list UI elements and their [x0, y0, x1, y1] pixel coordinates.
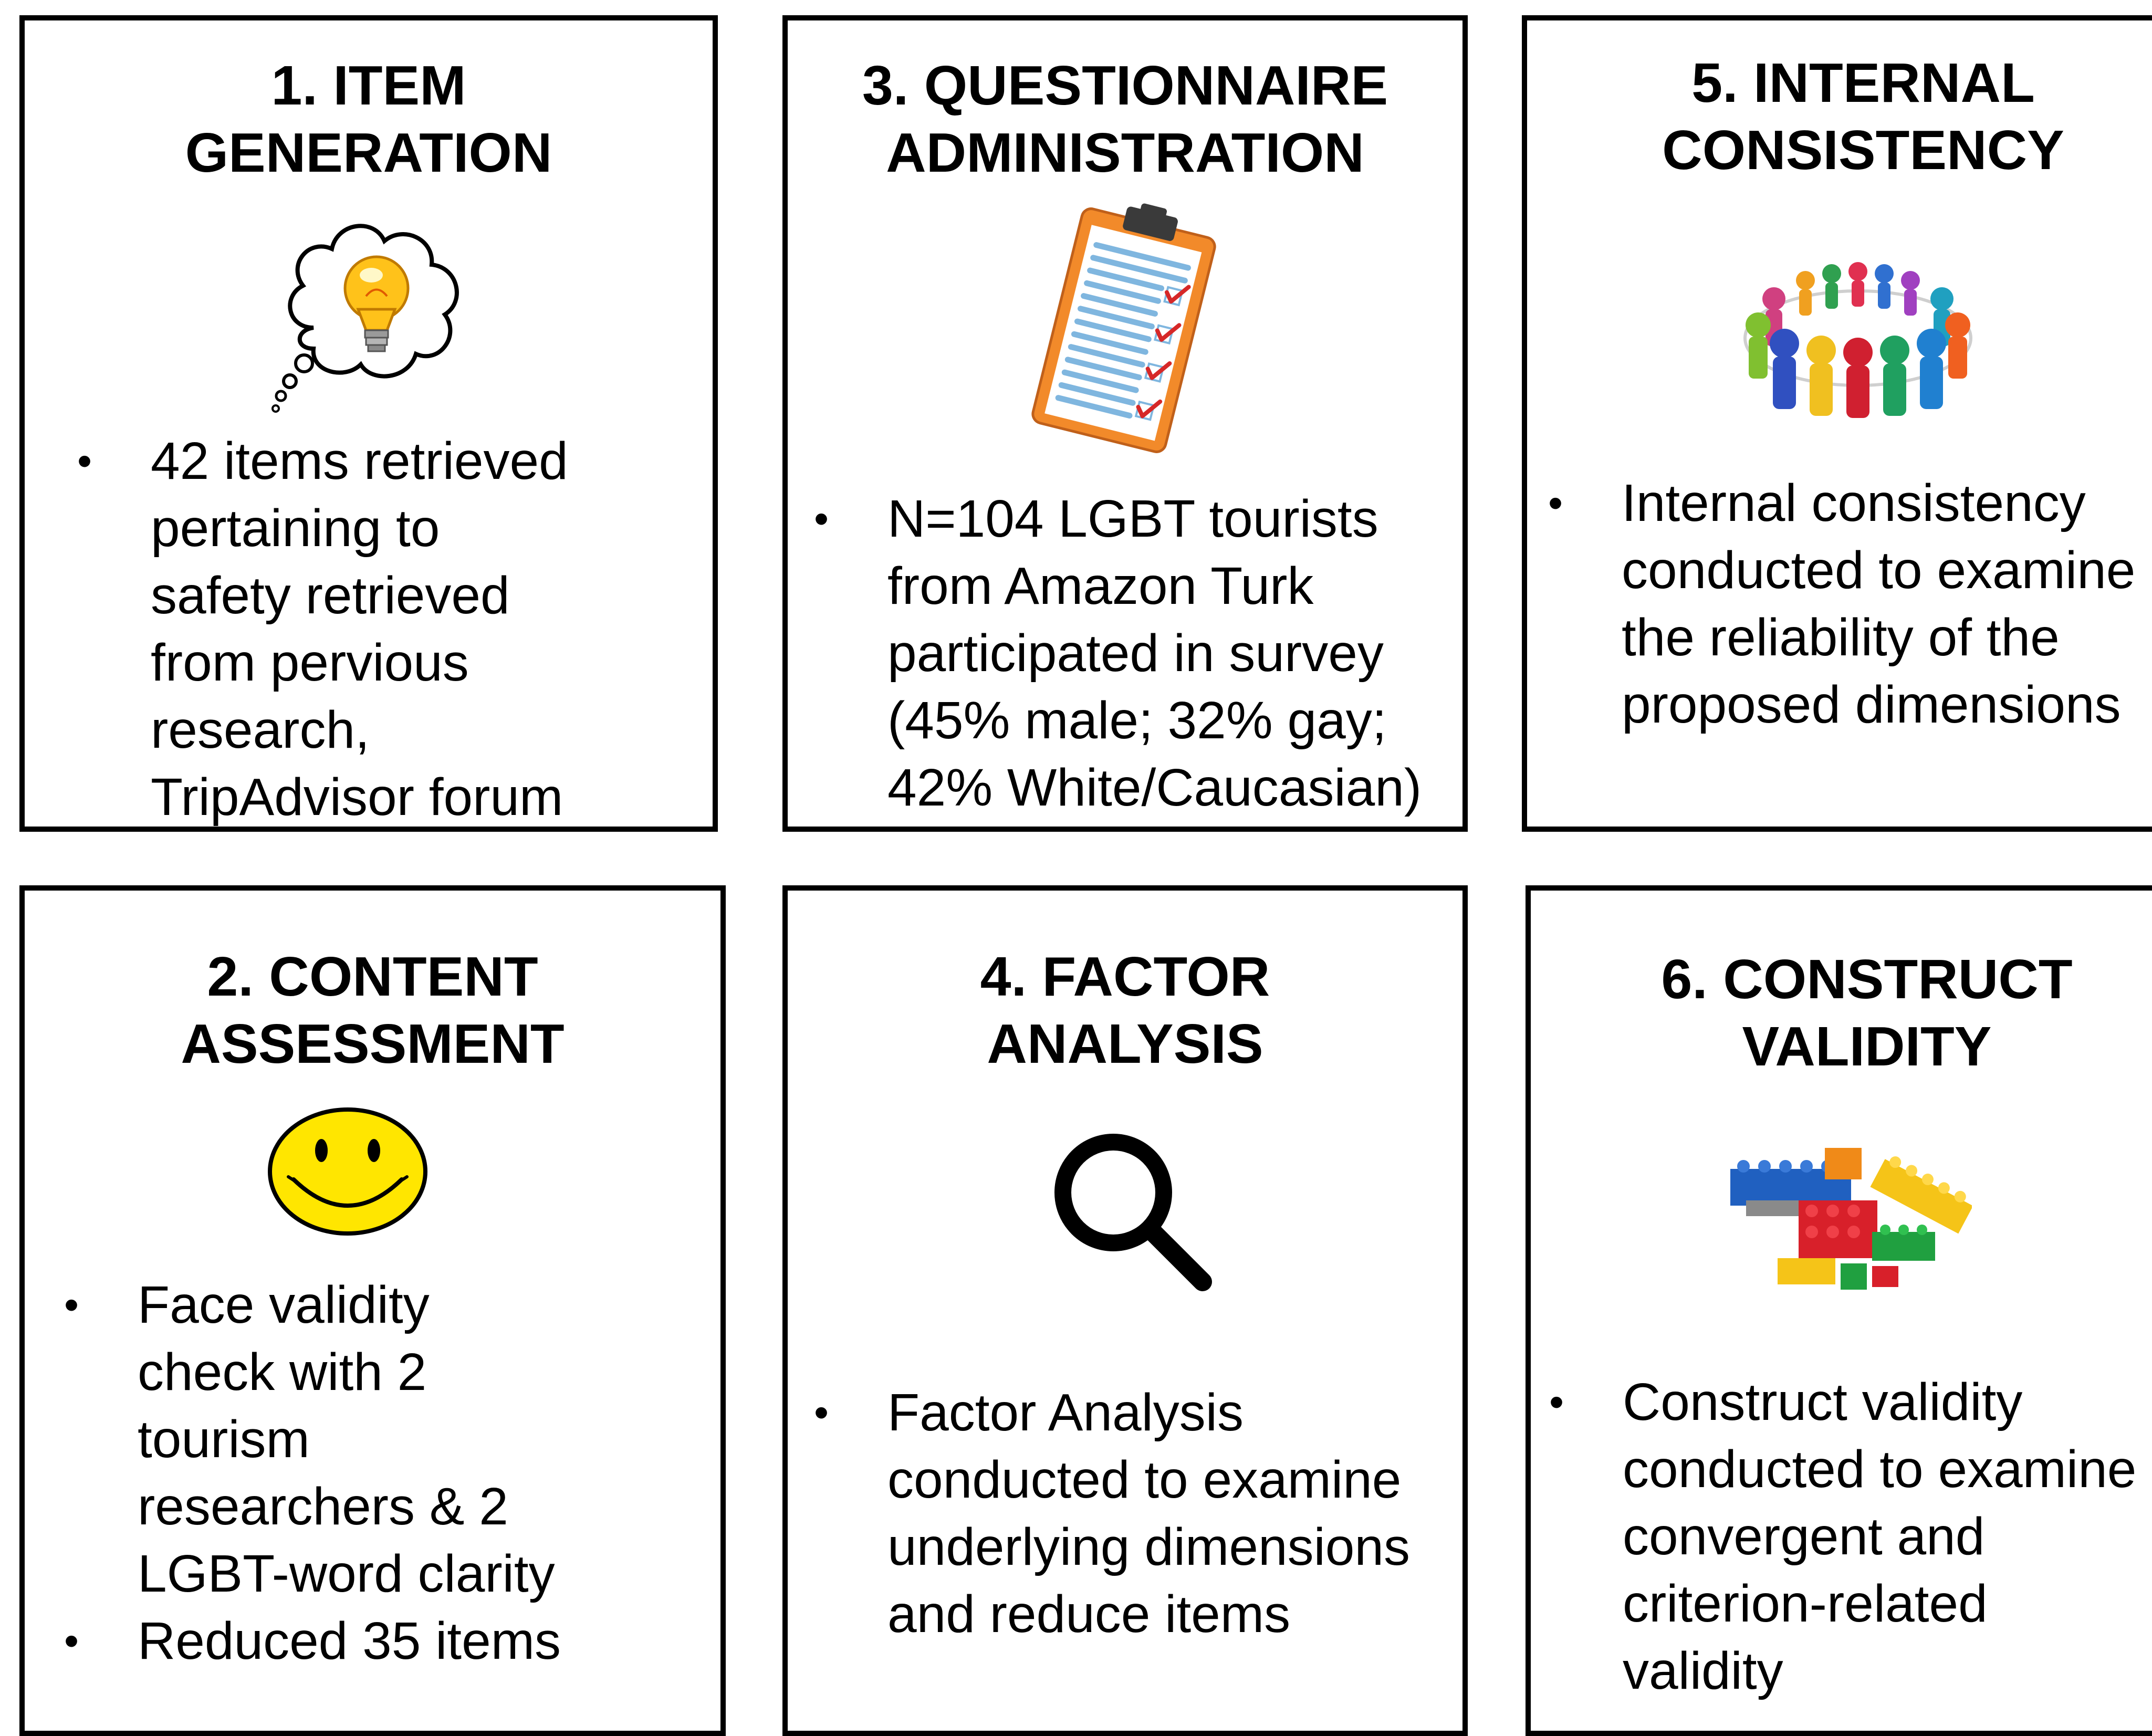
bullet-list-content-assessment: Face validity check with 2 tourism resea…	[64, 1271, 561, 1675]
bullet-item: Internal consistency conducted to examin…	[1548, 469, 2135, 738]
bullet-item: N=104 LGBT tourists from Amazon Turk par…	[814, 485, 1422, 821]
bullet-list-item-generation: 42 items retrieved pertaining to safety …	[77, 427, 568, 831]
bullet-list-questionnaire-administration: N=104 LGBT tourists from Amazon Turk par…	[814, 485, 1422, 821]
magnifying-glass-icon	[1045, 1124, 1218, 1298]
bullet-item: Face validity check with 2 tourism resea…	[64, 1271, 561, 1607]
lightbulb-thought-bubble-icon	[245, 196, 476, 427]
bullet-list-internal-consistency: Internal consistency conducted to examin…	[1548, 469, 2135, 738]
bullet-item: Reduced 35 items	[64, 1607, 561, 1675]
people-circle-icon	[1727, 231, 1989, 420]
step-title-content-assessment: 2. CONTENT ASSESSMENT	[181, 946, 565, 1075]
smiley-face-icon	[261, 1101, 434, 1242]
toy-bricks-icon	[1720, 1137, 1972, 1295]
step-title-factor-analysis: 4. FACTOR ANALYSIS	[980, 946, 1270, 1075]
bullet-item: 42 items retrieved pertaining to safety …	[77, 427, 568, 831]
bullet-item: Construct validity conducted to examine …	[1549, 1368, 2136, 1704]
step-box-construct-validity: 6. CONSTRUCT VALIDITY	[1526, 885, 2152, 1736]
step-title-internal-consistency: 5. INTERNAL CONSISTENCY	[1662, 52, 2064, 181]
step-box-questionnaire-administration: 3. QUESTIONNAIRE ADMINISTRATION	[782, 15, 1468, 832]
step-title-construct-validity: 6. CONSTRUCT VALIDITY	[1661, 948, 2073, 1078]
step-box-item-generation: 1. ITEM GENERATION 42 items retrieved pe…	[19, 15, 718, 832]
step-box-factor-analysis: 4. FACTOR ANALYSIS Factor Analysis condu…	[782, 885, 1468, 1736]
bullet-list-factor-analysis: Factor Analysis conducted to examine und…	[814, 1379, 1410, 1648]
clipboard-checklist-icon	[1019, 199, 1229, 462]
step-box-content-assessment: 2. CONTENT ASSESSMENT Face validity chec…	[19, 885, 726, 1736]
bullet-item: Factor Analysis conducted to examine und…	[814, 1379, 1410, 1648]
step-title-item-generation: 1. ITEM GENERATION	[185, 55, 552, 184]
step-title-questionnaire-administration: 3. QUESTIONNAIRE ADMINISTRATION	[862, 55, 1388, 184]
bullet-list-construct-validity: Construct validity conducted to examine …	[1549, 1368, 2136, 1704]
step-box-internal-consistency: 5. INTERNAL CONSISTENCY	[1522, 15, 2152, 832]
